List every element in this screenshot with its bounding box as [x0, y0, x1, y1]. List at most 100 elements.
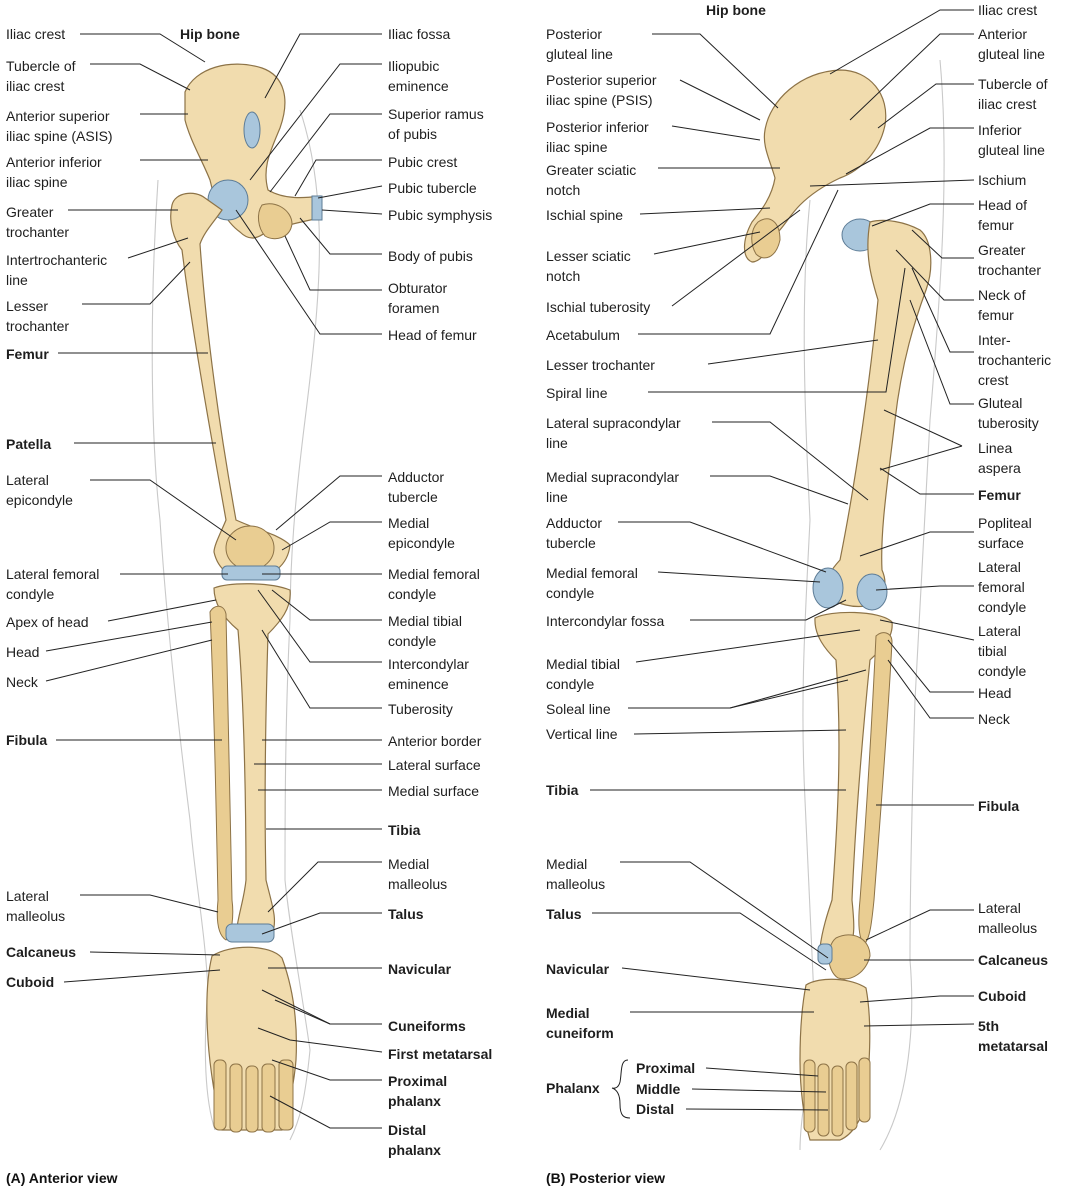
p-label-lateral-tibial-condyle: Lateral tibial condyle [978, 623, 1027, 679]
a-label-superior-ramus: Superior ramus of pubis [388, 106, 484, 142]
anterior-tibia [213, 583, 291, 935]
a-label-greater-trochanter: Greater trochanter [6, 204, 70, 240]
p-label-psis: Posterior superior iliac spine (PSIS) [546, 72, 657, 108]
a-label-navicular: Navicular [388, 961, 452, 977]
p-label-greater-sciatic-notch: Greater sciatic notch [546, 162, 637, 198]
p-label-middle: Middle [636, 1081, 681, 1097]
anterior-femur [170, 192, 291, 579]
p-label-inferior-gluteal-line: Inferior gluteal line [978, 122, 1045, 158]
a-label-distal-phalanx: Distal phalanx [388, 1122, 441, 1158]
p-label-lateral-malleolus: Lateral malleolus [978, 900, 1038, 936]
anterior-knee-cartilage [221, 565, 281, 581]
posterior-toes [803, 1057, 871, 1137]
p-label-hip-bone: Hip bone [706, 2, 766, 18]
p-label-greater-trochanter: Greater trochanter [978, 242, 1042, 278]
p-label-phalanx: Phalanx [546, 1080, 600, 1096]
posterior-fibula [858, 632, 893, 945]
p-label-iliac-crest: Iliac crest [978, 2, 1038, 18]
a-label-intercondylar-eminence: Intercondylar eminence [388, 656, 469, 692]
p-label-medial-tibial-condyle: Medial tibial condyle [546, 656, 620, 692]
a-label-medial-tibial-condyle: Medial tibial condyle [388, 613, 462, 649]
a-label-pubic-symphysis: Pubic symphysis [388, 207, 493, 223]
a-label-lateral-epicondyle: Lateral epicondyle [6, 472, 73, 508]
posterior-femur [825, 219, 932, 608]
a-label-medial-malleolus: Medial malleolus [388, 856, 448, 892]
p-label-tibia: Tibia [546, 782, 579, 798]
a-label-femur: Femur [6, 346, 49, 362]
p-label-soleal-line: Soleal line [546, 701, 611, 717]
a-label-obturator-foramen: Obturator foramen [388, 280, 448, 316]
p-label-ischial-tuberosity: Ischial tuberosity [546, 299, 651, 315]
a-label-neck: Neck [6, 674, 38, 690]
p-label-head-of-femur: Head of femur [978, 197, 1028, 233]
a-label-pubic-crest: Pubic crest [388, 154, 458, 170]
a-label-iliac-fossa: Iliac fossa [388, 26, 451, 42]
a-label-talus: Talus [388, 906, 424, 922]
anterior-obturator-foramen [257, 203, 293, 240]
anterior-iliac-fossa-shade [243, 111, 261, 149]
p-label-medial-femoral-condyle: Medial femoral condyle [546, 565, 638, 601]
posterior-left-leaders [590, 33, 906, 1119]
posterior-calcaneus [828, 934, 871, 980]
a-label-medial-femoral-condyle: Medial femoral condyle [388, 566, 480, 602]
a-label-apex-of-head: Apex of head [6, 614, 89, 630]
posterior-tibia [814, 611, 893, 949]
p-label-ischium: Ischium [978, 172, 1027, 188]
anterior-left-leaders [45, 33, 237, 983]
p-label-distal: Distal [636, 1101, 675, 1117]
posterior-view-caption: (B) Posterior view [546, 1170, 666, 1186]
a-label-tibia: Tibia [388, 822, 421, 838]
anterior-pubic-symphysis [311, 195, 323, 221]
a-label-calcaneus: Calcaneus [6, 944, 77, 960]
p-label-head: Head [978, 685, 1012, 701]
p-label-neck: Neck [978, 711, 1010, 727]
posterior-medial-condyle [812, 567, 844, 609]
p-label-medial-cuneiform: Medial cuneiform [546, 1005, 614, 1041]
p-label-intercondylar-fossa: Intercondylar fossa [546, 613, 665, 629]
a-label-head-of-femur: Head of femur [388, 327, 477, 343]
a-label-pubic-tubercle: Pubic tubercle [388, 180, 477, 196]
a-label-iliac-crest: Iliac crest [6, 26, 66, 42]
p-label-acetabulum: Acetabulum [546, 327, 620, 343]
p-label-posterior-gluteal-line: Posterior gluteal line [546, 26, 613, 62]
posterior-right-leaders [809, 9, 975, 1027]
anterior-right-leaders [235, 33, 383, 1129]
anterior-patella [225, 525, 275, 571]
p-label-popliteal-surface: Popliteal surface [978, 515, 1032, 551]
anterior-fibula [209, 605, 234, 941]
p-label-medial-supracondylar-line: Medial supracondylar line [546, 469, 680, 505]
a-label-first-metatarsal: First metatarsal [388, 1046, 493, 1062]
a-label-medial-surface: Medial surface [388, 783, 480, 799]
a-label-medial-epicondyle: Medial epicondyle [388, 515, 455, 551]
a-label-proximal-phalanx: Proximal phalanx [388, 1073, 448, 1109]
p-label-lateral-femoral-condyle: Lateral femoral condyle [978, 559, 1027, 615]
posterior-ischial-tuberosity [751, 218, 781, 259]
p-label-tubercle-iliac-crest: Tubercle of iliac crest [978, 76, 1048, 112]
a-label-adductor-tubercle: Adductor tubercle [388, 469, 445, 505]
a-label-iliopubic-eminence: Iliopubic eminence [388, 58, 449, 94]
p-label-medial-malleolus: Medial malleolus [546, 856, 606, 892]
a-label-patella: Patella [6, 436, 52, 452]
a-label-fibula: Fibula [6, 732, 48, 748]
p-label-fibula: Fibula [978, 798, 1020, 814]
p-label-piis: Posterior inferior iliac spine [546, 119, 649, 155]
p-label-spiral-line: Spiral line [546, 385, 608, 401]
p-label-talus: Talus [546, 906, 582, 922]
a-label-body-of-pubis: Body of pubis [388, 248, 473, 264]
a-label-head: Head [6, 644, 40, 660]
p-label-fifth-metatarsal: 5th metatarsal [978, 1018, 1049, 1054]
p-label-vertical-line: Vertical line [546, 726, 618, 742]
p-label-cuboid: Cuboid [978, 988, 1027, 1004]
anterior-view-illustration [151, 63, 323, 1141]
a-label-lesser-trochanter: Lesser trochanter [6, 298, 70, 334]
p-label-neck-of-femur: Neck of femur [978, 287, 1026, 323]
p-label-lesser-sciatic-notch: Lesser sciatic notch [546, 248, 631, 284]
a-label-intertrochanteric-line: Intertrochanteric line [6, 252, 108, 288]
a-label-lateral-malleolus: Lateral malleolus [6, 888, 66, 924]
a-label-asis: Anterior superior iliac spine (ASIS) [6, 108, 113, 144]
p-label-lateral-supracondylar-line: Lateral supracondylar line [546, 415, 681, 451]
p-label-anterior-gluteal-line: Anterior gluteal line [978, 26, 1045, 62]
a-label-anterior-border: Anterior border [388, 733, 482, 749]
p-label-adductor-tubercle: Adductor tubercle [546, 515, 603, 551]
